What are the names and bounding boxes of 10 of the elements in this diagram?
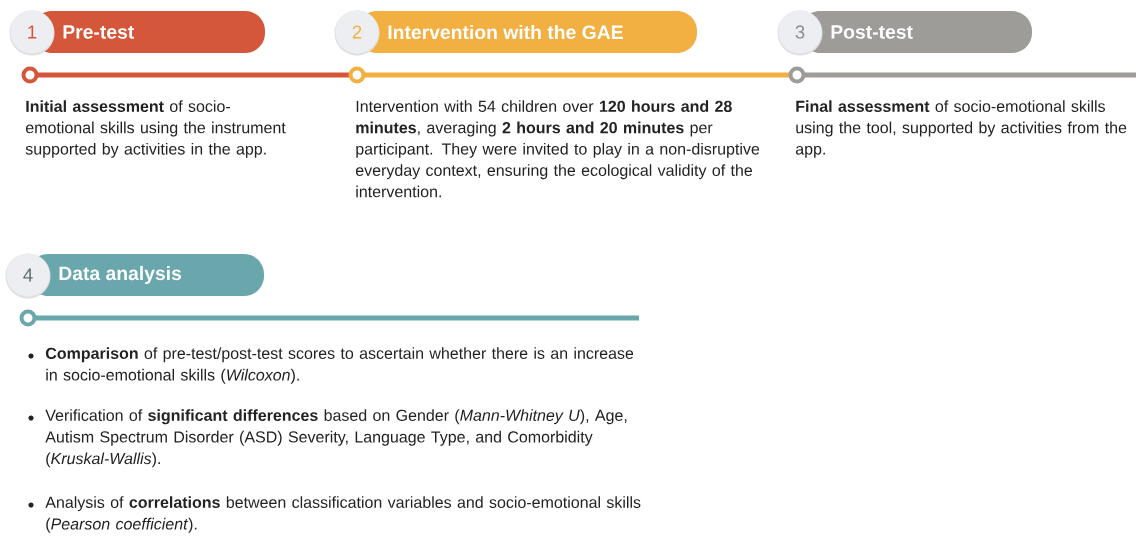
step-header: 1 Pre-test xyxy=(9,10,265,56)
step-description: Final assessment of socio-emotional skills using the tool, supported by activities from the app. xyxy=(795,100,1127,158)
step-header: 4 Data analysis xyxy=(5,253,264,299)
bullet-point: Analysis of correlations between classification variables and socio-emotional skills (Pearson coefficient). xyxy=(28,496,641,533)
bullet-point: Comparison of pre-test/post-test scores to ascertain whether there is an increase in socio-emotional skills (Wilcoxon). xyxy=(28,347,634,384)
step-description: Initial assessment of socio-emotional skills using the instrument supported by activities in the app. xyxy=(25,100,286,158)
step-header: 3 Post-test xyxy=(777,10,1032,56)
bullet-point: Verification of significant differences based on Gender (Mann-Whitney U), Age, Autism Spectrum Disorder (ASD) Severity, Language Type, and Comorbidity (Kruskal-Wallis). xyxy=(28,409,627,468)
step-description: Intervention with 54 children over 120 hours and 28 minutes, averaging 2 hours and 20 minutes per participant. They were invited to play in a non-disruptive everyday context, ensuring the ecological validity of the intervention. xyxy=(355,100,760,198)
step-header: 2 Intervention with the GAE xyxy=(334,10,697,56)
